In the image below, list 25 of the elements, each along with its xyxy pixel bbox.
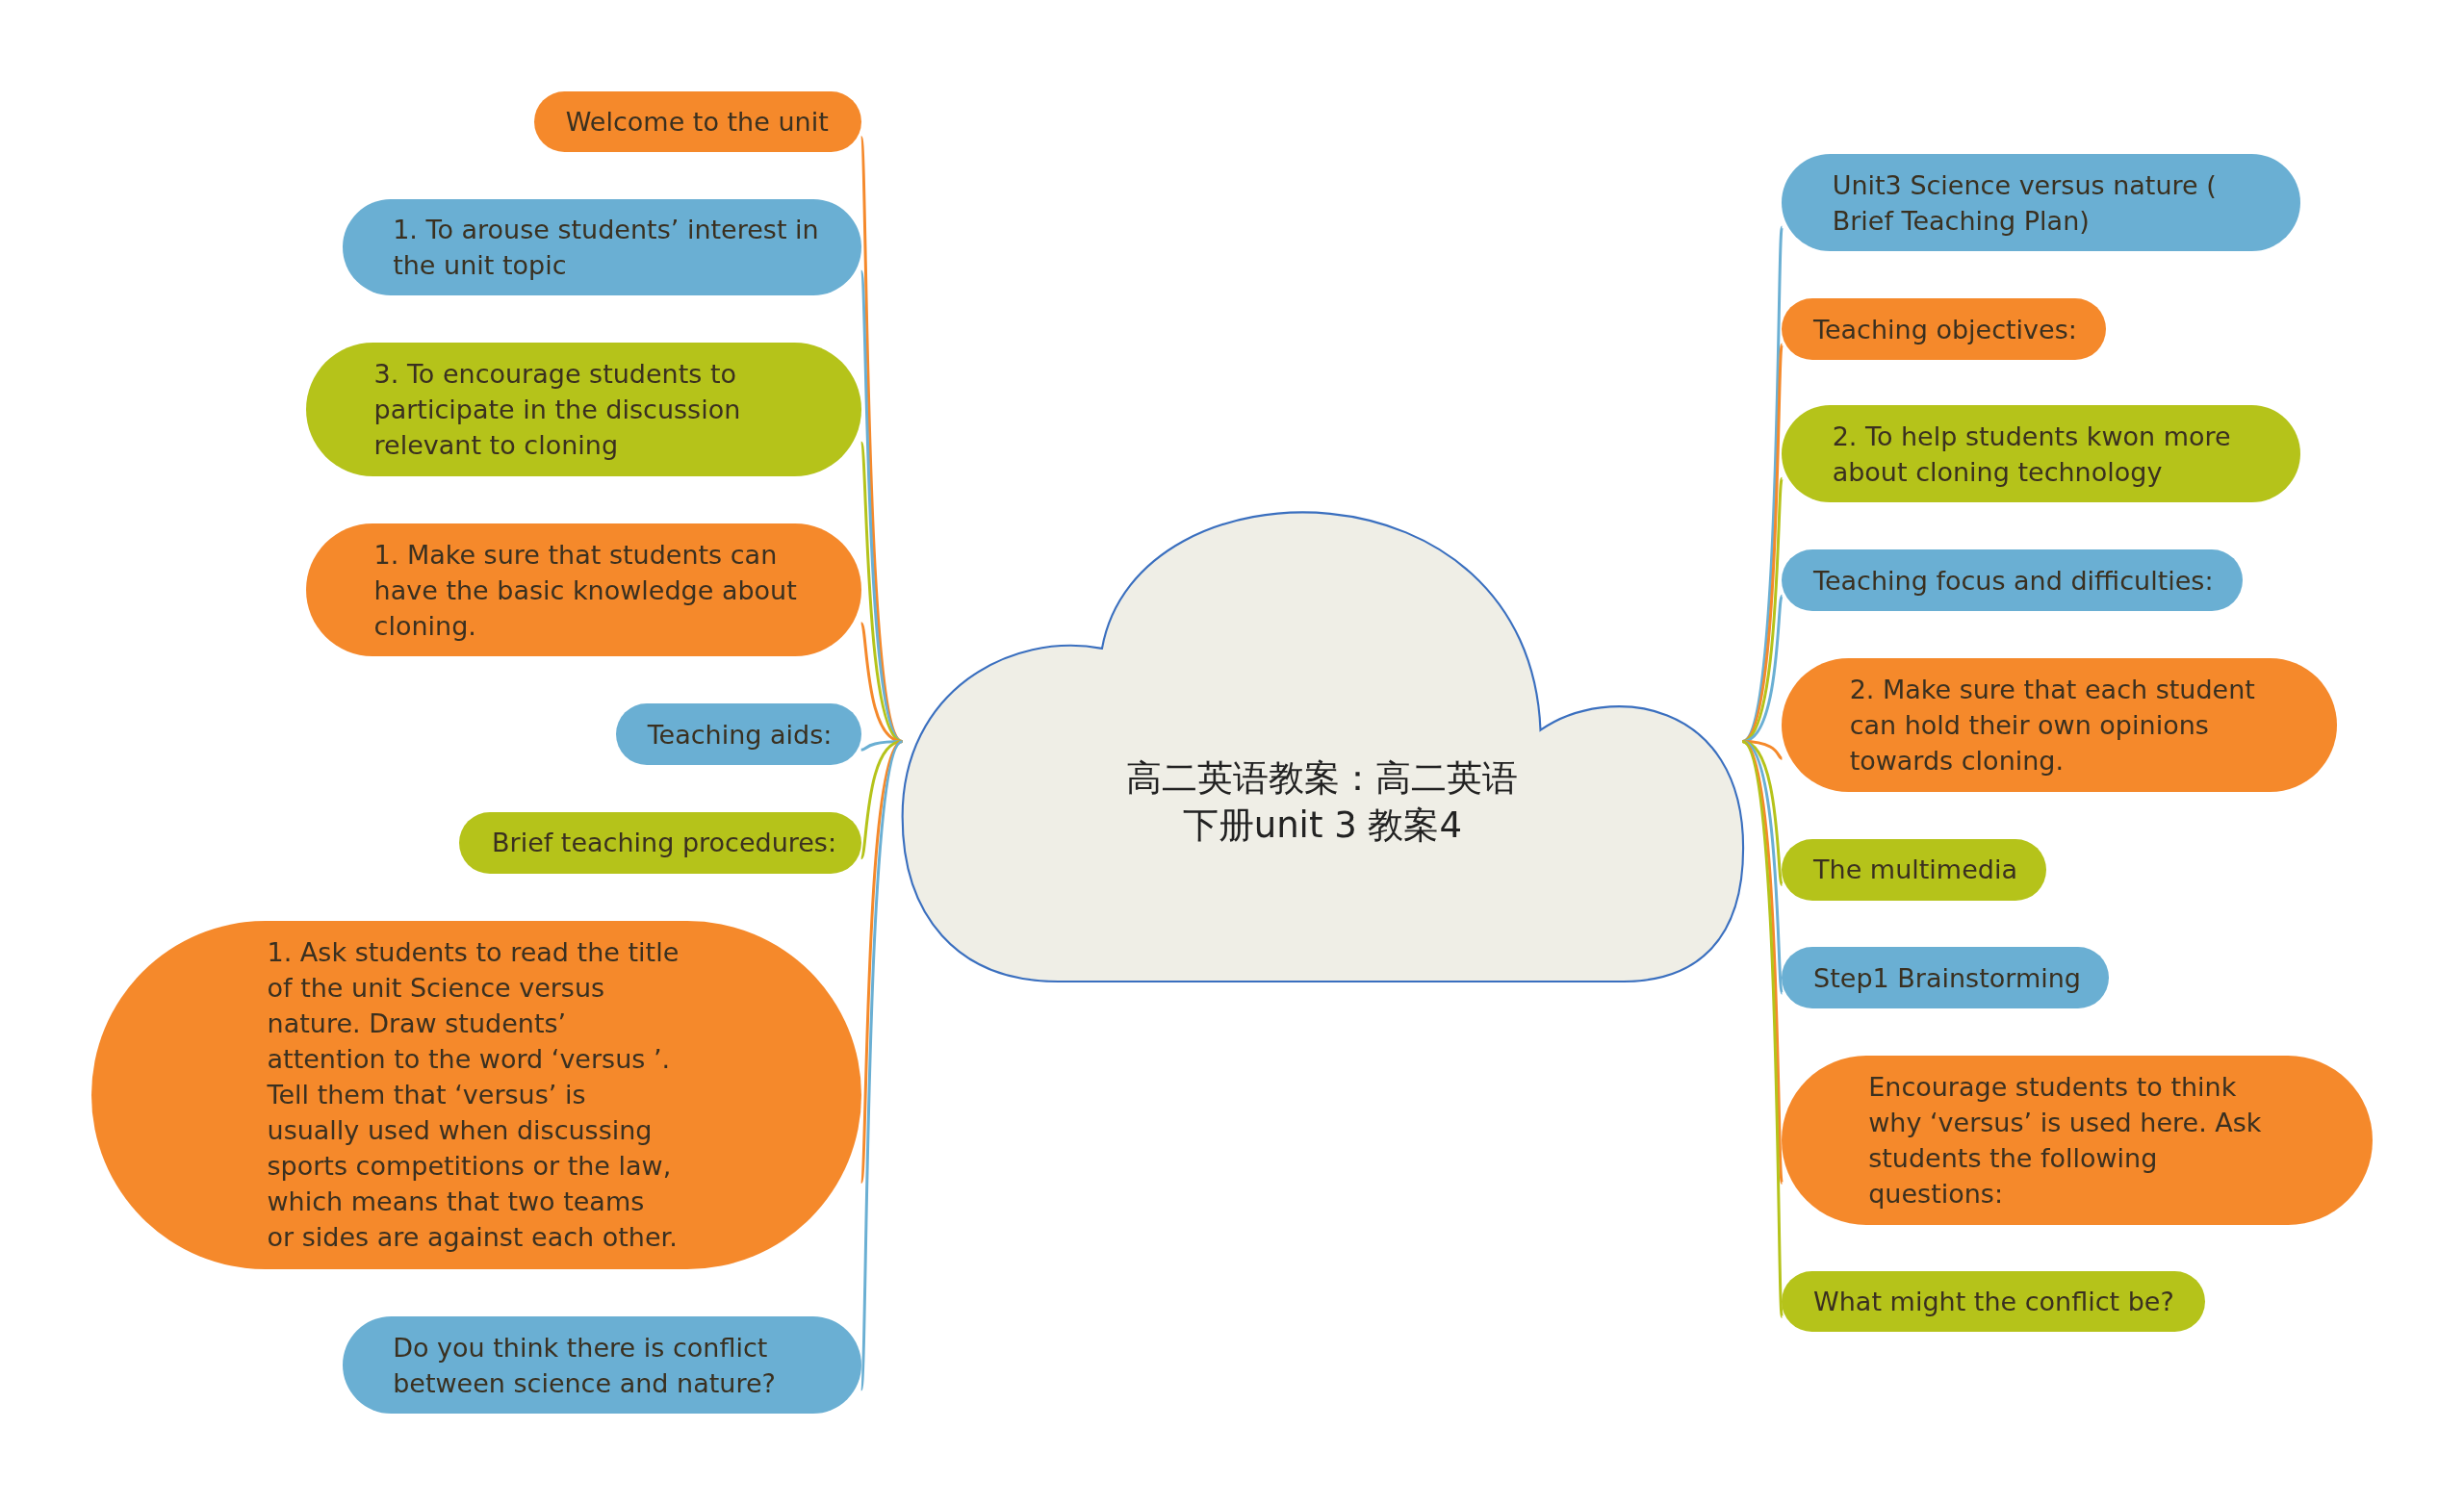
connector-line [860, 740, 904, 1390]
connector-line [1741, 740, 1784, 1317]
central-topic: 高二英语教案：高二英语下册unit 3 教案4 [1125, 755, 1520, 848]
topic-pill: Brief teaching procedures: [458, 812, 861, 874]
topic-pill: Unit3 Science versus nature ( Brief Teaching Plan) [1782, 154, 2301, 252]
topic-pill: Teaching aids: [616, 703, 861, 766]
topic-pill: 3. To encourage students to participate in the discussion relevant to cloning [306, 342, 861, 476]
connector-line [860, 137, 904, 743]
topic-pill: 1. Ask students to read the title of the unit Science versus nature. Draw students’ attention to the word ‘versus ’. Tell them that ‘versus’ is usually used when discussing sports competitions or the law, which means that two teams or sides are against each other. [90, 920, 861, 1270]
topic-pill: What might the conflict be? [1782, 1270, 2205, 1333]
connector-line [1741, 226, 1784, 743]
topic-pill: Teaching focus and difficulties: [1782, 549, 2243, 612]
connector-line [1741, 740, 1784, 994]
topic-pill: Do you think there is conflict between science and nature? [342, 1316, 861, 1415]
topic-pill: 2. To help students kwon more about cloning technology [1782, 405, 2301, 503]
topic-pill: Teaching objectives: [1782, 298, 2106, 360]
topic-pill: 2. Make sure that each student can hold their own opinions towards cloning. [1782, 658, 2337, 792]
topic-pill: Welcome to the unit [534, 90, 861, 153]
connector-line [1742, 740, 1784, 760]
connector-line [860, 740, 903, 859]
topic-pill: 1. To arouse students’ interest in the unit topic [342, 199, 861, 295]
topic-pill: 1. Make sure that students can have the basic knowledge about cloning. [306, 523, 861, 657]
topic-pill: Step1 Brainstorming [1782, 947, 2109, 1009]
topic-pill: The multimedia [1782, 838, 2046, 901]
topic-pill: Encourage students to think why ‘versus’ is used here. Ask students the following questions: [1782, 1056, 2374, 1226]
